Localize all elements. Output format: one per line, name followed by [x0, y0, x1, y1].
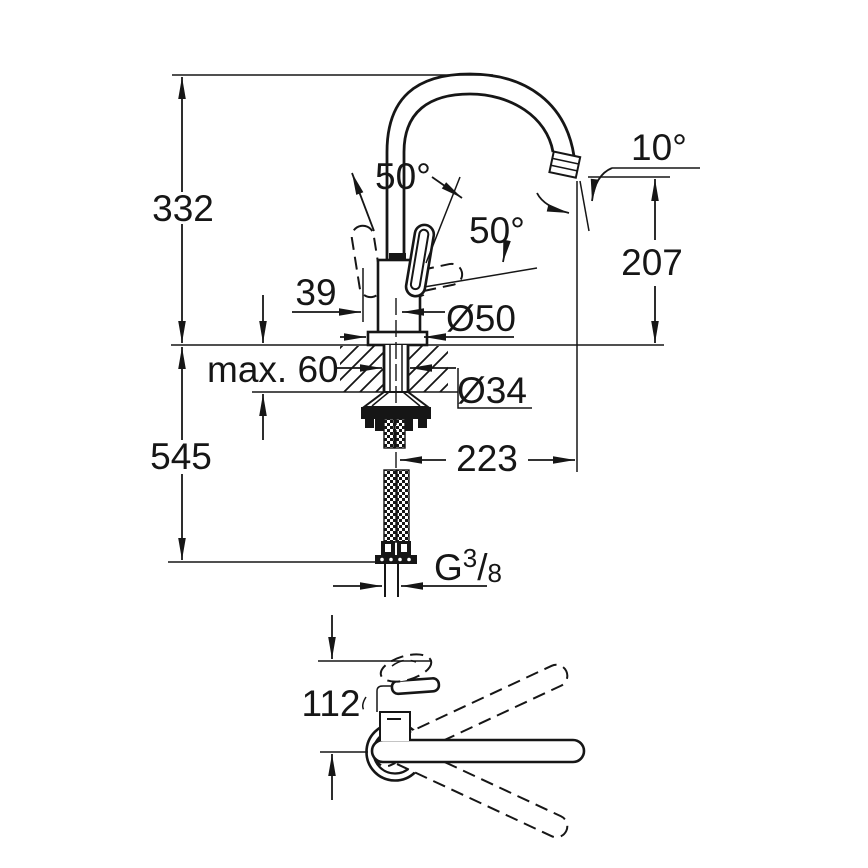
spout-outer-curve: [385, 72, 576, 157]
lever-hinge-pin: [389, 253, 406, 261]
top-view-faucet: [362, 653, 586, 839]
base-flange: [366, 330, 429, 347]
dim-label-39: 39: [295, 272, 336, 313]
dim-label-dia34: Ø34: [457, 370, 527, 411]
aerator: [548, 150, 582, 179]
dim-total-height-545: 545: [150, 347, 212, 560]
dim-angle-50-left: 50°: [351, 156, 463, 264]
dim-label-g38: G3/8: [434, 543, 502, 588]
supply-hoses: [375, 418, 417, 597]
dim-height-332: 332: [152, 77, 214, 343]
dim-spout-height-207: 207: [588, 176, 683, 343]
dim-reach-223: 223: [400, 181, 578, 479]
dim-handle-offset-39: 39: [292, 268, 445, 322]
lever-handle-solid: [404, 223, 436, 298]
dim-label-112: 112: [302, 683, 361, 724]
dim-label-207: 207: [621, 242, 683, 283]
dim-angle-50-right: 50°: [423, 210, 538, 288]
water-stream-axis: [579, 180, 590, 232]
spout-plan-solid: [370, 738, 586, 764]
front-view-faucet: [350, 72, 590, 597]
body-plan: [379, 711, 411, 741]
dim-thread-g38: G3/8: [333, 543, 502, 590]
spout-inner-curve: [402, 92, 555, 153]
lever-bracket-plan: [376, 685, 396, 712]
dim-label-545: 545: [150, 436, 212, 477]
connection-nut: [375, 555, 417, 564]
dim-label-223: 223: [456, 438, 518, 479]
dim-label-50deg-left: 50°: [375, 156, 431, 197]
dim-label-max60: max. 60: [207, 349, 339, 390]
lever-plate-plan: [390, 677, 441, 696]
dim-label-50deg-right: 50°: [469, 210, 525, 251]
mounting-hardware: [361, 391, 431, 431]
dim-label-dia50: Ø50: [446, 298, 516, 339]
dim-diameter-34: Ø34: [337, 364, 532, 411]
dim-max-thickness-60: max. 60: [207, 295, 339, 440]
dim-plan-height-112: 112: [302, 615, 432, 800]
dim-label-332: 332: [152, 188, 214, 229]
dim-angle-10: 10°: [536, 127, 700, 214]
dim-label-10deg: 10°: [631, 127, 687, 168]
dim-diameter-50: Ø50: [340, 298, 516, 341]
